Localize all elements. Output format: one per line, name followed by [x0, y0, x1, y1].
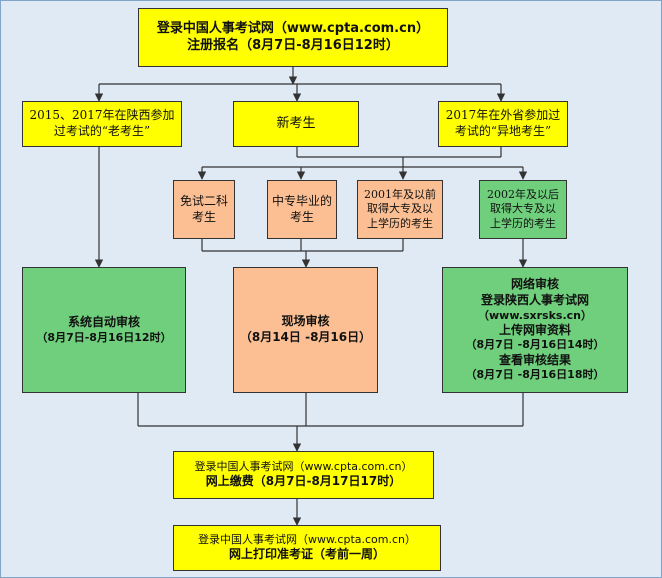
old-candidate-line-1: 2015、2017年在陕西参加: [29, 108, 175, 123]
other-province-box: 2017年在外省参加过 考试的“异地考生”: [438, 101, 568, 147]
online-review-box: 网络审核 登录陕西人事考试网 （www.sxrsks.cn） 上传网审资料 （8…: [442, 267, 628, 393]
exempt-two-line-1: 免试二科: [179, 193, 228, 208]
auto-review-box: 系统自动审核 （8月7日-8月16日12时）: [22, 267, 186, 393]
technical-grad-line-2: 考生: [289, 209, 314, 224]
auto-review-line-1: 系统自动审核: [67, 315, 140, 330]
other-province-line-2: 考试的“异地考生”: [454, 124, 552, 138]
online-review-line-2: 登录陕西人事考试网: [480, 292, 589, 307]
before-2001-line-2: 取得大专及以: [367, 202, 433, 216]
online-review-line-4: 上传网审资料: [498, 322, 571, 337]
register-box: 登录中国人事考试网（www.cpta.com.cn） 注册报名（8月7日-8月1…: [138, 8, 448, 67]
before-2001-line-1: 2001年及以前: [364, 188, 436, 202]
exempt-two-line-2: 考生: [191, 209, 216, 224]
online-review-line-6: 查看审核结果: [498, 352, 571, 367]
onsite-review-line-1: 现场审核: [281, 314, 330, 329]
before-2001-line-3: 上学历的考生: [367, 216, 433, 230]
new-candidate-box: 新考生: [233, 101, 359, 147]
after-2002-line-1: 2002年及以后: [487, 188, 559, 202]
online-review-line-5: （8月7日 -8月16日14时）: [465, 338, 605, 352]
exempt-two-box: 免试二科 考生: [173, 180, 235, 239]
after-2002-line-3: 上学历的考生: [490, 216, 556, 230]
print-ticket-line-2: 网上打印准考证（考前一周）: [228, 547, 385, 562]
online-review-line-1: 网络审核: [510, 277, 559, 292]
after-2002-line-2: 取得大专及以: [490, 202, 556, 216]
online-review-line-3: （www.sxrsks.cn）: [478, 308, 592, 322]
payment-line-2: 网上缴费（8月7日-8月17日17时）: [205, 474, 402, 489]
new-candidate-line-1: 新考生: [276, 115, 316, 131]
print-ticket-line-1: 登录中国人事考试网（www.cpta.com.cn）: [197, 533, 417, 547]
other-province-line-1: 2017年在外省参加过: [445, 108, 561, 123]
technical-grad-box: 中专毕业的 考生: [267, 180, 337, 239]
online-review-line-7: （8月7日 -8月16日18时）: [465, 368, 605, 382]
old-candidate-box: 2015、2017年在陕西参加 过考试的“老考生”: [22, 101, 182, 147]
before-2001-box: 2001年及以前 取得大专及以 上学历的考生: [357, 180, 443, 239]
after-2002-box: 2002年及以后 取得大专及以 上学历的考生: [479, 180, 567, 239]
auto-review-line-2: （8月7日-8月16日12时）: [36, 330, 172, 344]
register-line-1: 登录中国人事考试网（www.cpta.com.cn）: [156, 20, 430, 36]
payment-box: 登录中国人事考试网（www.cpta.com.cn） 网上缴费（8月7日-8月1…: [173, 451, 434, 499]
old-candidate-line-2: 过考试的“老考生”: [53, 124, 151, 138]
print-ticket-box: 登录中国人事考试网（www.cpta.com.cn） 网上打印准考证（考前一周）: [173, 525, 441, 571]
technical-grad-line-1: 中专毕业的: [271, 193, 332, 208]
onsite-review-box: 现场审核 （8月14日 -8月16日）: [233, 267, 378, 393]
payment-line-1: 登录中国人事考试网（www.cpta.com.cn）: [194, 460, 413, 474]
register-line-2: 注册报名（8月7日-8月16日12时）: [187, 37, 399, 53]
onsite-review-line-2: （8月14日 -8月16日）: [239, 330, 372, 344]
